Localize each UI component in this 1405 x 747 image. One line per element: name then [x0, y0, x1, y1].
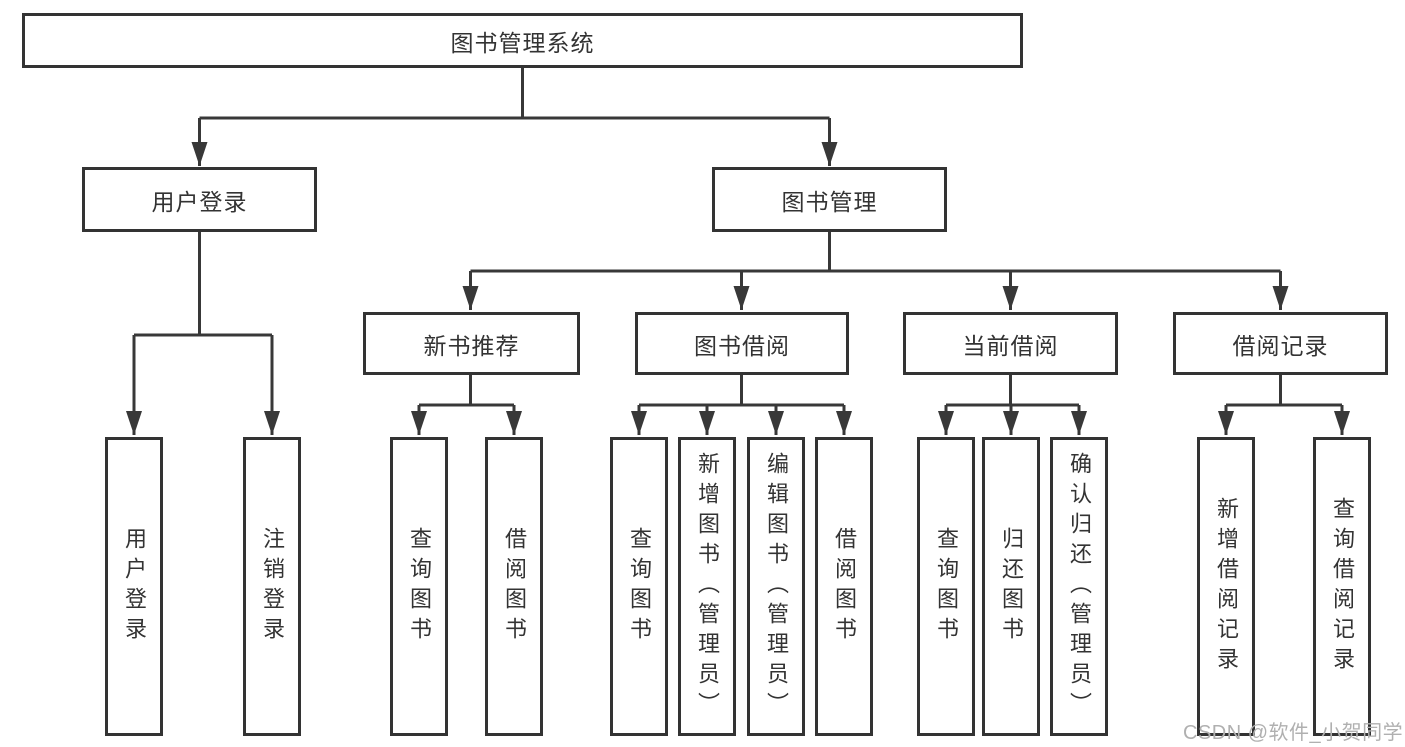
- leaf-borrow-book: 借阅图书: [815, 437, 873, 736]
- leaf-current-return: 归还图书: [982, 437, 1040, 736]
- leaf-borrow-edit-admin-label: 编辑图书（管理员）: [764, 451, 789, 722]
- leaf-current-query: 查询图书: [917, 437, 975, 736]
- leaf-record-add: 新增借阅记录: [1197, 437, 1255, 736]
- leaf-newbook-borrow-label: 借阅图书: [502, 526, 527, 647]
- leaf-newbook-query: 查询图书: [390, 437, 448, 736]
- leaf-current-return-label: 归还图书: [999, 526, 1024, 647]
- leaf-current-query-label: 查询图书: [934, 526, 959, 647]
- connector-root-to-level2: [191, 68, 838, 166]
- leaf-borrow-book-label: 借阅图书: [832, 526, 857, 647]
- leaf-borrow-edit-admin: 编辑图书（管理员）: [747, 437, 805, 736]
- leaf-user-login-label: 用户登录: [122, 526, 147, 647]
- leaf-user-login: 用户登录: [105, 437, 163, 736]
- connector-book-mgmt-children: [462, 232, 1289, 310]
- node-root: 图书管理系统: [22, 13, 1023, 68]
- connector-user-login-children: [126, 232, 280, 435]
- node-new-book-rec: 新书推荐: [363, 312, 580, 375]
- node-book-borrow: 图书借阅: [635, 312, 849, 375]
- connector-book-borrow-children: [631, 375, 852, 435]
- leaf-current-confirm-admin-label: 确认归还（管理员）: [1067, 451, 1092, 722]
- leaf-logout: 注销登录: [243, 437, 301, 736]
- connector-current-borrow-children: [938, 375, 1087, 435]
- leaf-current-confirm-admin: 确认归还（管理员）: [1050, 437, 1108, 736]
- leaf-borrow-add-admin: 新增图书（管理员）: [678, 437, 736, 736]
- leaf-newbook-query-label: 查询图书: [407, 526, 432, 647]
- leaf-logout-label: 注销登录: [260, 526, 285, 647]
- node-current-borrow: 当前借阅: [903, 312, 1118, 375]
- connector-new-book-children: [411, 375, 522, 435]
- leaf-record-query: 查询借阅记录: [1313, 437, 1371, 736]
- connector-borrow-record-children: [1218, 375, 1350, 435]
- node-borrow-record: 借阅记录: [1173, 312, 1388, 375]
- leaf-record-add-label: 新增借阅记录: [1214, 496, 1239, 677]
- leaf-borrow-query: 查询图书: [610, 437, 668, 736]
- leaf-newbook-borrow: 借阅图书: [485, 437, 543, 736]
- node-book-mgmt: 图书管理: [712, 167, 947, 232]
- leaf-borrow-query-label: 查询图书: [627, 526, 652, 647]
- leaf-borrow-add-admin-label: 新增图书（管理员）: [695, 451, 720, 722]
- leaf-record-query-label: 查询借阅记录: [1330, 496, 1355, 677]
- watermark-text: CSDN @软件_小贺同学: [1183, 722, 1404, 744]
- node-user-login: 用户登录: [82, 167, 317, 232]
